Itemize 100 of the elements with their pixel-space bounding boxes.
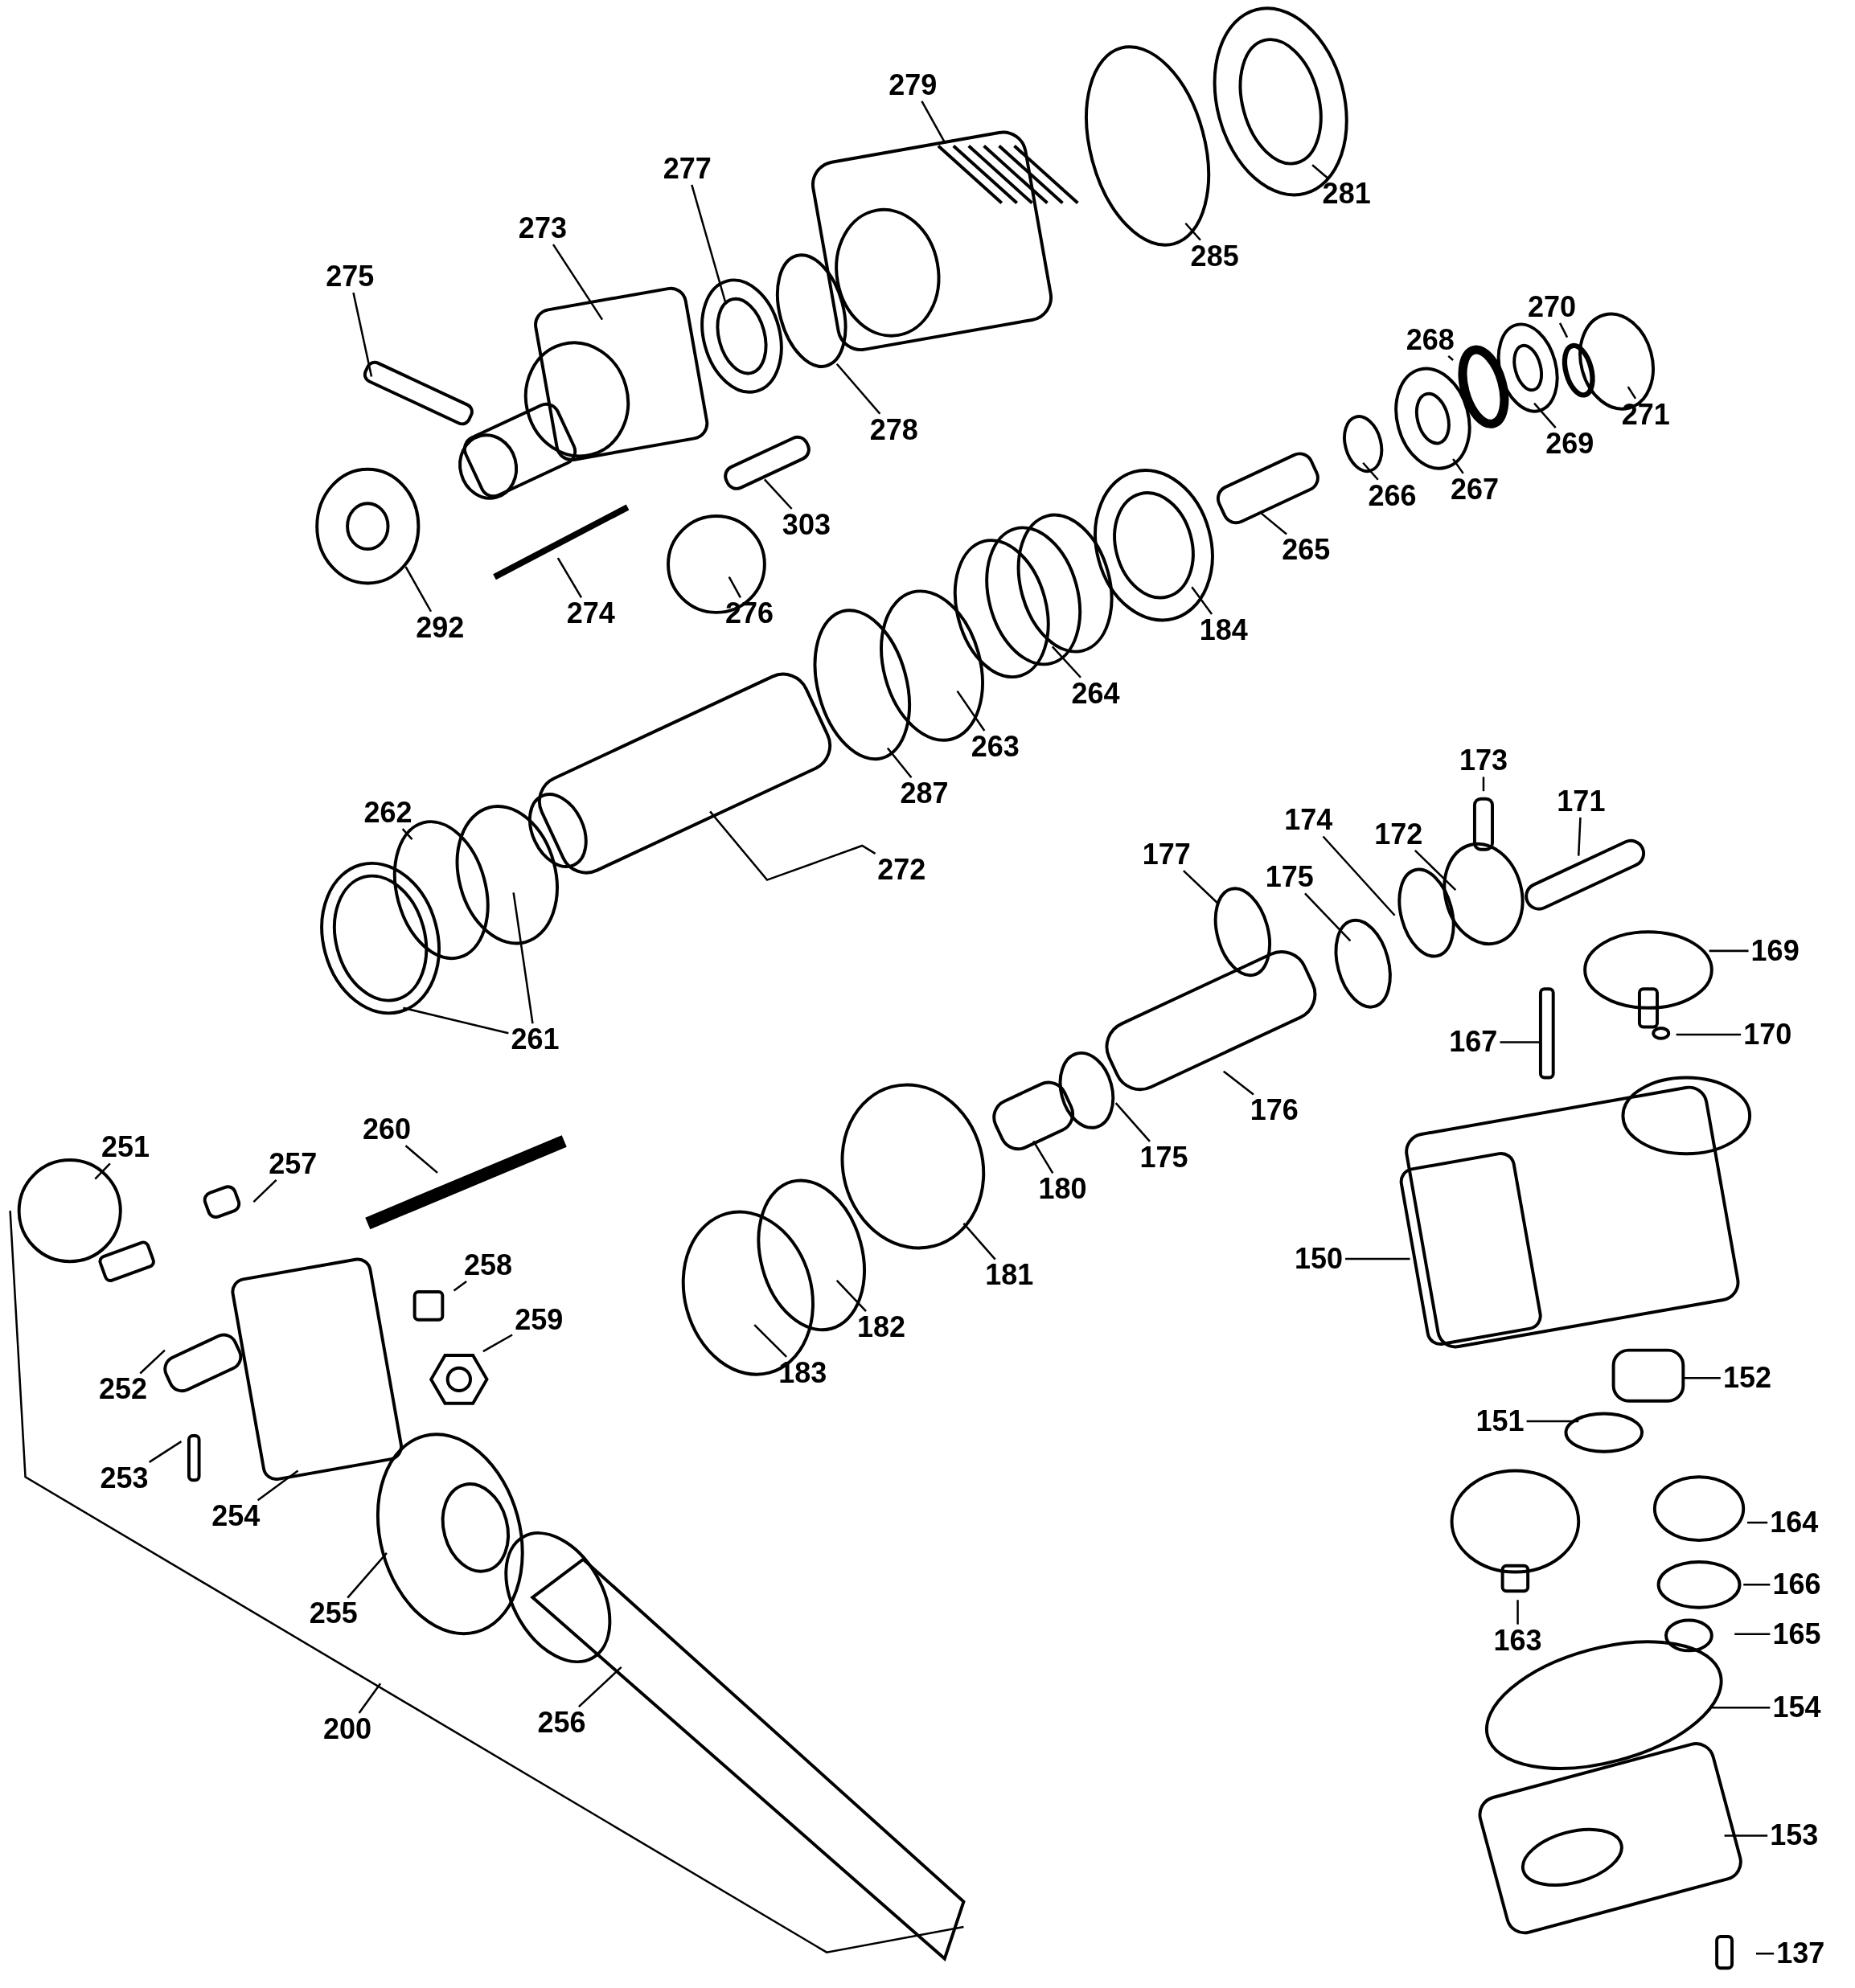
callout-number: 256: [537, 1707, 586, 1739]
leader-line: [1191, 586, 1213, 615]
leader-line: [763, 478, 793, 510]
callout-number: 260: [362, 1113, 411, 1146]
leader-line: [358, 1683, 382, 1714]
leader-line: [1578, 817, 1582, 856]
leader-line: [1184, 222, 1201, 241]
leader-line: [1526, 1420, 1579, 1423]
leader-line: [728, 576, 741, 598]
callout-number: 183: [778, 1356, 827, 1389]
leader-line: [886, 747, 913, 779]
leader-line: [401, 828, 413, 840]
leader-line: [556, 557, 583, 599]
callout-number: 271: [1621, 398, 1670, 431]
leader-line: [1684, 1377, 1721, 1379]
callout-number: 279: [889, 68, 938, 101]
leader-line: [578, 1666, 622, 1708]
callout-number: 171: [1557, 785, 1606, 818]
leader-line: [1756, 1952, 1775, 1955]
callout-number: 164: [1770, 1506, 1819, 1539]
callout-number: 166: [1772, 1568, 1821, 1601]
callout-number: 264: [1071, 677, 1120, 710]
callout-number: 170: [1743, 1018, 1792, 1051]
callout-number: 276: [724, 597, 774, 630]
leader-line: [148, 1441, 183, 1463]
leader-line: [512, 892, 534, 1024]
callout-number: 275: [326, 260, 375, 293]
leader-line: [1746, 1521, 1768, 1524]
leader-line: [1627, 386, 1637, 400]
leader-line: [1183, 870, 1218, 904]
callout-number: 169: [1750, 934, 1800, 967]
leader-line: [753, 1324, 788, 1358]
callout-number: 167: [1449, 1026, 1498, 1059]
callout-number: 177: [1142, 838, 1191, 871]
leader-line: [1345, 1257, 1410, 1260]
leader-line: [1414, 849, 1457, 892]
callout-number: 269: [1545, 427, 1594, 460]
callout-number: 151: [1475, 1404, 1525, 1437]
callout-number: 261: [511, 1023, 560, 1056]
callout-number: 262: [363, 796, 412, 829]
callout-number: 174: [1284, 804, 1333, 837]
callout-number: 175: [1139, 1141, 1188, 1174]
callout-number: 175: [1265, 861, 1314, 894]
callout-number: 172: [1374, 818, 1423, 851]
callout-number: 176: [1250, 1094, 1299, 1127]
callout-number: 251: [101, 1131, 150, 1164]
leader-line: [1051, 646, 1081, 678]
leader-line: [1743, 1584, 1771, 1586]
callout-number: 281: [1322, 178, 1371, 211]
callout-number: 274: [566, 597, 615, 630]
leader-line: [1114, 1102, 1151, 1142]
callout-number: 272: [877, 853, 926, 886]
leader-line: [404, 1145, 438, 1174]
callout-number: 303: [782, 508, 831, 541]
callout-number: 292: [416, 611, 465, 644]
callout-number: 278: [869, 413, 918, 446]
callout-number: 270: [1528, 290, 1577, 323]
callout-number: 268: [1406, 323, 1455, 356]
leader-line: [552, 244, 604, 321]
leader-line: [352, 292, 373, 377]
callout-number: 165: [1772, 1617, 1821, 1650]
callout-number: 150: [1294, 1242, 1343, 1275]
leader-line: [1322, 835, 1396, 916]
leader-line: [139, 1349, 166, 1375]
leader-line: [921, 100, 946, 143]
callout-number: 252: [98, 1373, 147, 1406]
leader-line: [404, 566, 433, 613]
callout-number: 273: [518, 211, 567, 244]
leader-line: [1676, 1033, 1742, 1036]
leader-line: [403, 1006, 509, 1035]
leader-line: [1261, 512, 1287, 535]
callout-number: 253: [100, 1461, 149, 1494]
leader-line: [1558, 322, 1569, 338]
leader-line: [1734, 1633, 1771, 1636]
callout-number: 181: [985, 1259, 1034, 1292]
callout-number: 152: [1722, 1362, 1771, 1395]
callout-number: 267: [1450, 473, 1499, 506]
callout-number: 254: [211, 1499, 261, 1532]
leader-line: [1304, 892, 1352, 942]
leader-line: [1711, 1707, 1771, 1709]
leader-line: [1500, 1041, 1540, 1043]
callout-number: 184: [1199, 613, 1248, 646]
leader-line: [453, 1280, 467, 1292]
leader-line: [1724, 1834, 1768, 1837]
leader-line: [709, 810, 876, 882]
callout-number: 180: [1038, 1173, 1087, 1206]
leader-line: [956, 690, 986, 732]
leader-line: [1032, 1140, 1054, 1174]
callout-number: 153: [1770, 1819, 1819, 1852]
callout-number: 163: [1493, 1624, 1542, 1657]
callout-number: 182: [856, 1311, 905, 1343]
leader-line: [1447, 355, 1454, 361]
leader-line: [252, 1178, 277, 1203]
leader-line: [1362, 461, 1379, 481]
leader-line: [1516, 1600, 1519, 1625]
leader-line: [1311, 164, 1328, 179]
leader-line: [482, 1334, 513, 1353]
callout-number: 173: [1459, 744, 1508, 777]
callout-number: 257: [269, 1147, 318, 1180]
leader-line: [94, 1162, 111, 1180]
